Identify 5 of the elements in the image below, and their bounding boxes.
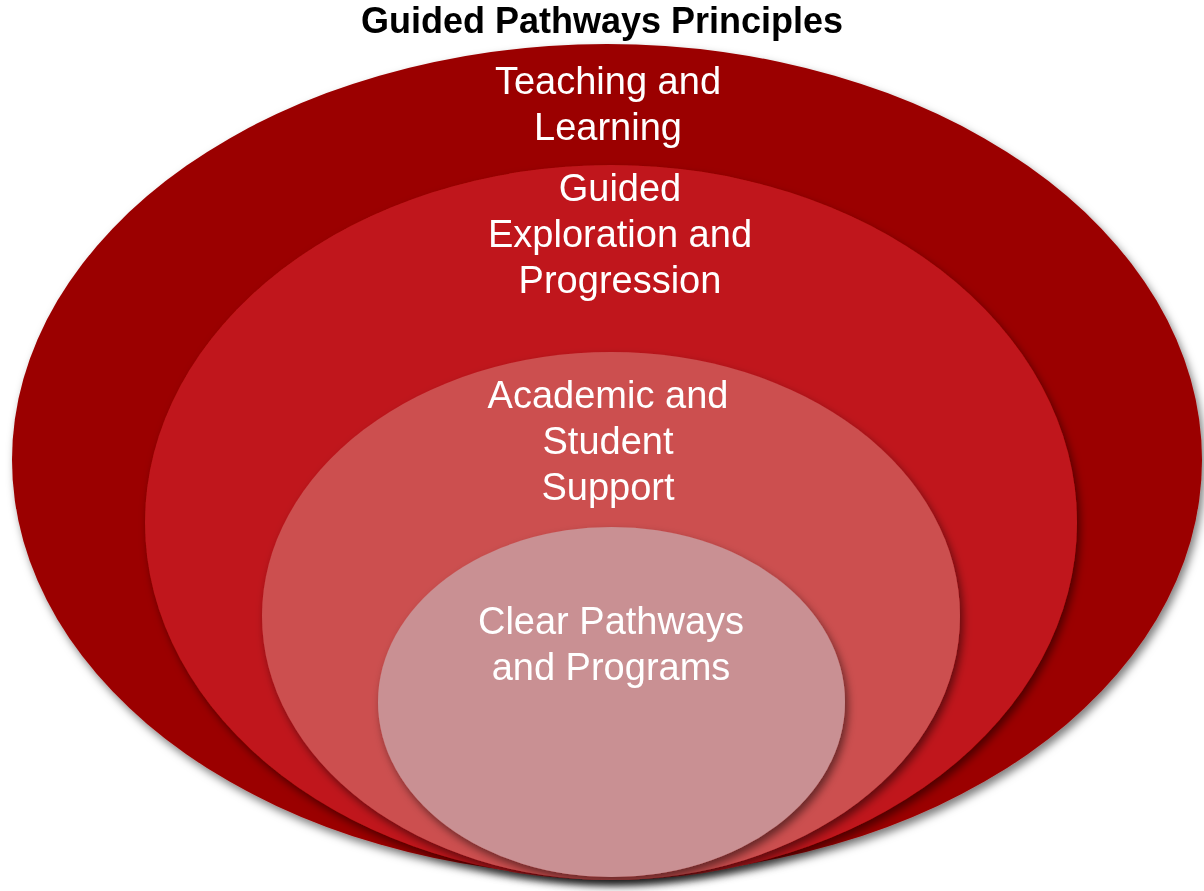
ring-label: Guided Exploration and Progression: [486, 166, 754, 303]
ring-label: Teaching and Learning: [493, 59, 723, 150]
diagram-title: Guided Pathways Principles: [359, 0, 845, 42]
ring-label: Academic and Student Support: [486, 373, 730, 510]
ring-label: Clear Pathways and Programs: [476, 599, 746, 690]
